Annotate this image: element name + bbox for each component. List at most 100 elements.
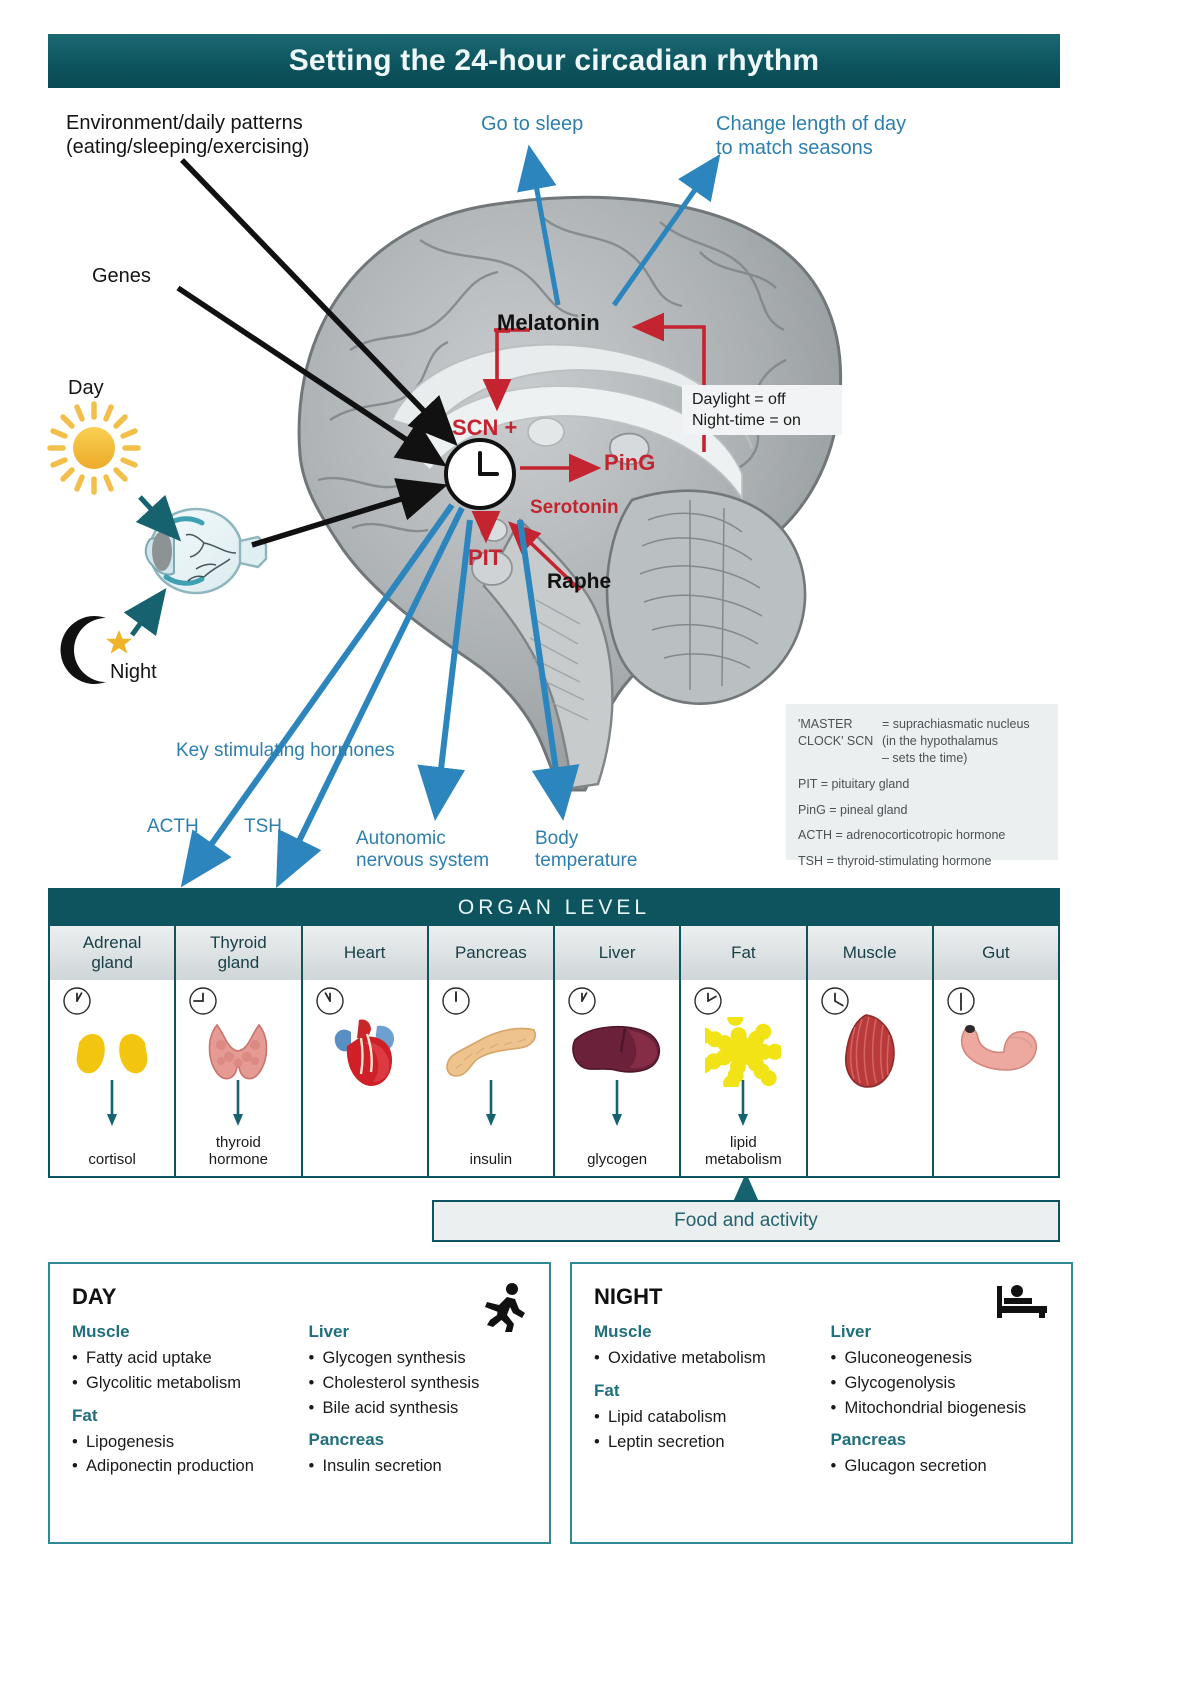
group-heading: Muscle — [72, 1322, 130, 1341]
adrenal-gland-art — [71, 1016, 153, 1088]
list-item: Lipogenesis — [72, 1430, 291, 1455]
group-heading: Muscle — [594, 1322, 652, 1341]
brain-illustration — [297, 195, 843, 792]
genes-label: Genes — [92, 265, 151, 287]
legend-master-key: 'MASTER CLOCK' SCN — [798, 717, 874, 748]
night-panel-title: NIGHT — [594, 1284, 663, 1309]
day-left-column: MuscleFatty acid uptakeGlycolitic metabo… — [72, 1322, 291, 1489]
arrow-tsh — [276, 506, 465, 889]
sun-icon — [47, 401, 141, 495]
group-heading: Pancreas — [830, 1430, 907, 1450]
organ-column-body: thyroid hormone — [176, 980, 300, 1176]
organ-column-muscle: Muscle — [807, 926, 934, 1176]
night-right-group-liver: LiverGluconeogenesisGlycogenolysisMitoch… — [831, 1322, 1050, 1420]
daylight-switch-box: Daylight = off Night-time = on — [682, 385, 842, 435]
arrow-environment-to-clock — [180, 158, 458, 446]
legend-master-value: = suprachiasmatic nucleus (in the hypoth… — [882, 717, 1030, 765]
night-left-group-fat: FatLipid catabolismLeptin secretion — [594, 1381, 813, 1455]
list-item: Insulin secretion — [309, 1454, 528, 1479]
organ-column-body — [808, 980, 932, 1176]
list-item: Lipid catabolism — [594, 1405, 813, 1430]
organ-output-label: glycogen — [587, 1150, 648, 1168]
organ-column-header: Thyroid gland — [176, 926, 301, 980]
organ-column-body: lipid metabolism — [681, 980, 805, 1176]
ping-label: PinG — [604, 450, 656, 475]
day-panel-title: DAY — [72, 1284, 117, 1309]
acth-label: ACTH — [147, 816, 199, 837]
running-person-icon — [485, 1283, 525, 1332]
body-temperature-label: Body temperature — [535, 828, 638, 872]
legend-row-pit: PIT = pituitary gland — [798, 776, 910, 791]
organ-column-body — [934, 980, 1058, 1176]
organ-level-title: ORGAN LEVEL — [457, 896, 651, 919]
list-item: Cholesterol synthesis — [309, 1371, 528, 1396]
arrow-eye-to-clock — [251, 478, 448, 548]
tsh-label: TSH — [244, 816, 282, 837]
night-label: Night — [110, 661, 157, 683]
page-title-bar: Setting the 24-hour circadian rhythm — [48, 34, 1060, 88]
night-left-column: MuscleOxidative metabolismFatLipid catab… — [594, 1322, 813, 1489]
pit-label: PIT — [468, 545, 503, 570]
organ-output-arrow — [738, 1080, 749, 1126]
organ-column-thyroid-gland: Thyroid gland thyroid hormone — [176, 926, 303, 1176]
organ-output-label: lipid metabolism — [705, 1133, 782, 1168]
legend-row-tsh: TSH = thyroid-stimulating hormone — [798, 854, 992, 869]
master-clock-icon — [444, 438, 516, 510]
eye-illustration — [144, 507, 268, 595]
muscle-art — [836, 1014, 904, 1088]
food-and-activity-bar: Food and activity — [432, 1200, 1060, 1242]
organ-column-header: Liver — [555, 926, 680, 980]
light-input-arrows — [123, 494, 182, 637]
organ-column-header: Adrenal gland — [50, 926, 175, 980]
organ-column-pancreas: Pancreas insulin — [428, 926, 555, 1176]
day-panel: DAY MuscleFatty acid uptakeGlycolitic me… — [48, 1262, 551, 1544]
organ-column-header: Muscle — [807, 926, 932, 980]
key-stimulating-hormones-label: Key stimulating hormones — [176, 740, 395, 761]
list-item: Glycogenolysis — [831, 1371, 1050, 1396]
list-item: Glucagon secretion — [831, 1454, 1050, 1479]
liver-art — [569, 1016, 665, 1088]
group-list: LipogenesisAdiponectin production — [72, 1430, 291, 1480]
blue-output-arrows — [517, 144, 721, 307]
page-title: Setting the 24-hour circadian rhythm — [288, 44, 820, 77]
organ-column-header: Heart — [302, 926, 427, 980]
thyroid-gland-art — [203, 1016, 273, 1088]
organ-output-arrow — [485, 1080, 496, 1126]
change-length-label: Change length of day to match seasons — [716, 113, 907, 159]
environment-label: Environment/daily patterns (eating/sleep… — [66, 112, 310, 158]
group-list: Lipid catabolismLeptin secretion — [594, 1405, 813, 1455]
list-item: Adiponectin production — [72, 1454, 291, 1479]
organ-output-arrow — [107, 1080, 118, 1126]
heart-art — [325, 1016, 405, 1088]
organ-column-body: glycogen — [555, 980, 679, 1176]
organ-column-header: Pancreas — [428, 926, 553, 980]
group-list: Insulin secretion — [309, 1454, 528, 1479]
arrow-autonomic — [417, 519, 473, 821]
arrow-to-change-length — [611, 153, 721, 307]
organ-column-fat: Fat lipid metabolism — [681, 926, 808, 1176]
group-heading: Fat — [594, 1380, 620, 1400]
night-left-group-muscle: MuscleOxidative metabolism — [594, 1322, 813, 1371]
list-item: Bile acid synthesis — [309, 1396, 528, 1421]
organ-output-label: thyroid hormone — [208, 1133, 268, 1168]
star-icon — [106, 630, 132, 654]
organ-column-liver: Liver glycogen — [555, 926, 682, 1176]
list-item: Glycogen synthesis — [309, 1346, 528, 1371]
abbreviation-legend: 'MASTER CLOCK' SCN = suprachiasmatic nuc… — [786, 704, 1058, 868]
organ-column-adrenal-gland: Adrenal gland cortisol — [50, 926, 177, 1176]
day-right-group-liver: LiverGlycogen synthesisCholesterol synth… — [309, 1322, 528, 1420]
organ-column-body: cortisol — [50, 980, 174, 1176]
organ-column-gut: Gut — [933, 926, 1058, 1176]
arrow-genes-to-clock — [176, 285, 447, 467]
organ-output-label: cortisol — [88, 1150, 136, 1168]
list-item: Gluconeogenesis — [831, 1346, 1050, 1371]
organ-column-header: Gut — [933, 926, 1058, 980]
day-left-group-fat: FatLipogenesisAdiponectin production — [72, 1406, 291, 1480]
go-to-sleep-label: Go to sleep — [481, 113, 584, 135]
list-item: Glycolitic metabolism — [72, 1371, 291, 1396]
legend-row-acth: ACTH = adrenocorticotropic hormone — [798, 828, 1006, 843]
bed-person-icon — [997, 1285, 1047, 1318]
serotonin-label: Serotonin — [530, 497, 619, 518]
group-list: Oxidative metabolism — [594, 1346, 813, 1371]
